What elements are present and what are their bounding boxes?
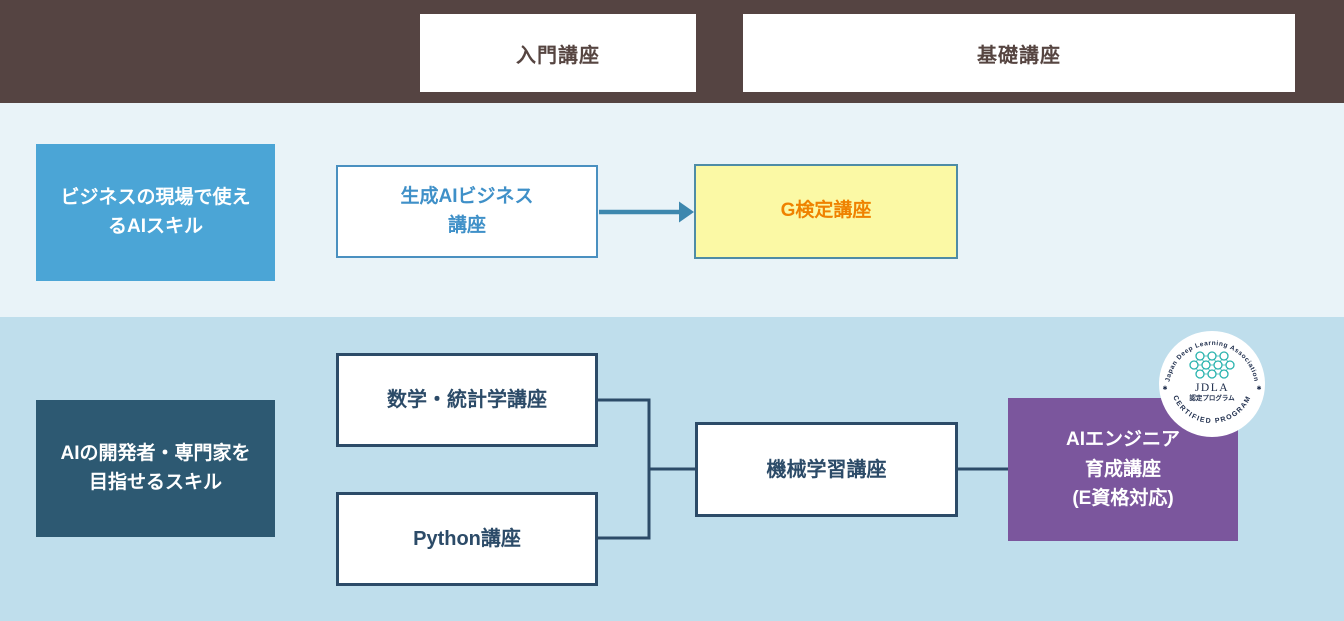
basic-course-label: 基礎講座: [977, 44, 1061, 67]
intro-course-label: 入門講座: [516, 44, 600, 67]
business-skill-label: ビジネスの現場で使え るAIスキル: [36, 144, 275, 281]
g-test-course-box: G検定講座: [694, 164, 958, 259]
gen-ai-course-line2: 講座: [447, 214, 486, 236]
g-test-course-label: G検定講座: [780, 200, 872, 222]
gen-ai-course-line1: 生成AIビジネス: [400, 186, 534, 207]
business-skill-label-line1: ビジネスの現場で使え: [60, 187, 251, 208]
math-stats-course-label: 数学・統計学講座: [387, 389, 547, 411]
basic-course-header: 基礎講座: [743, 14, 1295, 92]
developer-skill-label-line1: AIの開発者・専門家を: [60, 443, 251, 464]
developer-skill-label-line2: 目指せるスキル: [88, 471, 222, 493]
machine-learning-course-label: 機械学習講座: [766, 458, 887, 481]
intro-course-header: 入門講座: [420, 14, 696, 92]
machine-learning-course-box: 機械学習講座: [695, 422, 958, 517]
developer-skill-label: AIの開発者・専門家を 目指せるスキル: [36, 400, 275, 537]
python-course-label: Python講座: [413, 528, 521, 550]
ai-engineer-course-line2: 育成講座: [1084, 458, 1161, 480]
math-stats-course-box: 数学・統計学講座: [336, 353, 598, 447]
business-skill-label-line2: るAIスキル: [107, 215, 203, 237]
ai-engineer-course-line3: (E資格対応): [1072, 488, 1174, 510]
ai-engineer-course-box: AIエンジニア 育成講座 (E資格対応): [1008, 398, 1238, 541]
python-course-box: Python講座: [336, 492, 598, 586]
gen-ai-business-course-box: 生成AIビジネス 講座: [336, 165, 598, 258]
header-row: 入門講座 基礎講座: [0, 0, 1344, 103]
ai-engineer-course-line1: AIエンジニア: [1065, 429, 1180, 451]
